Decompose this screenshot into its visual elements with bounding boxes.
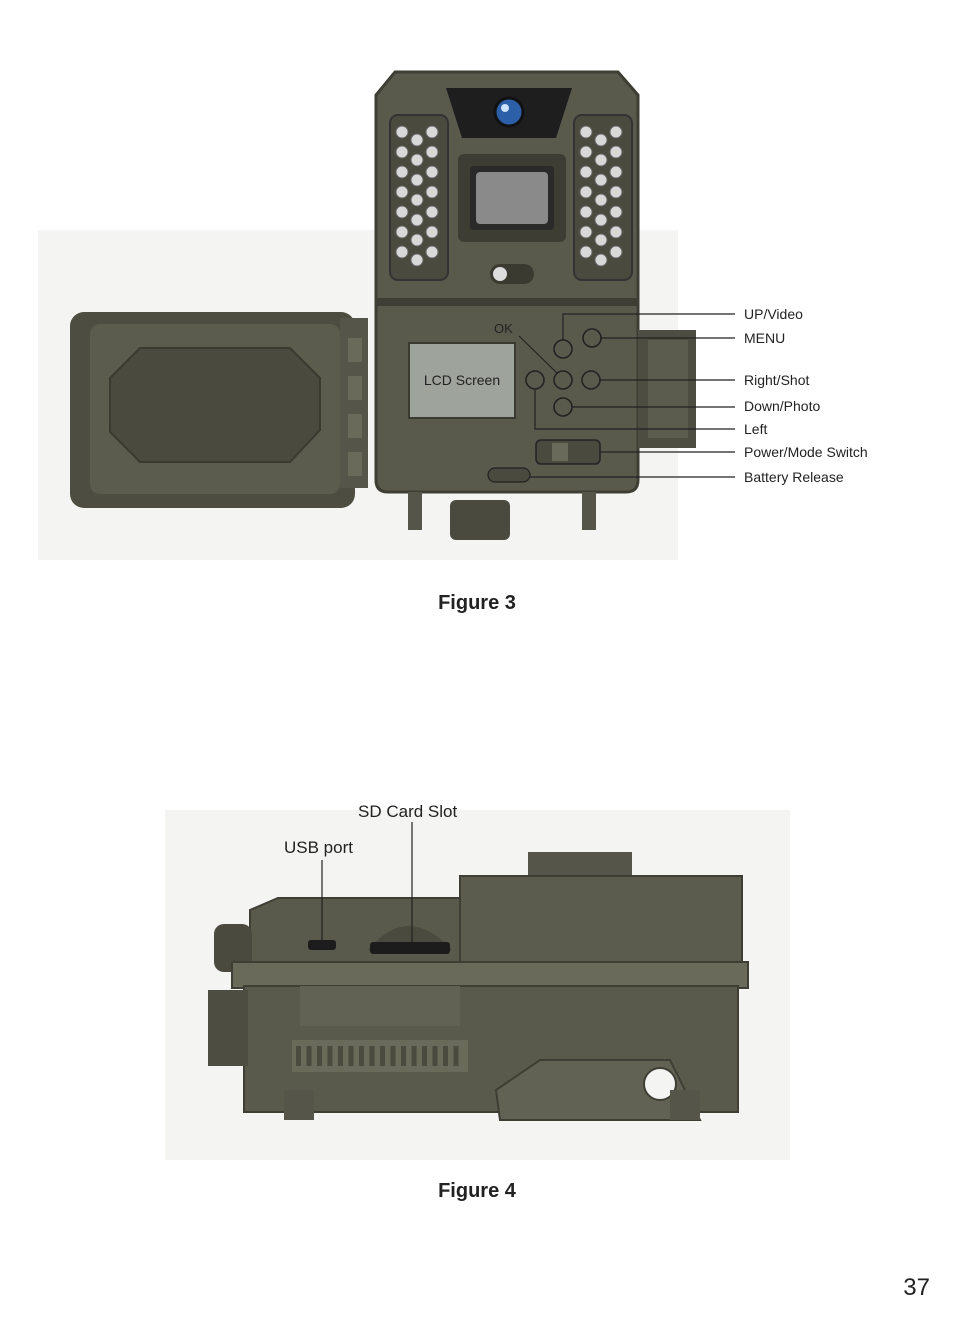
ir-led — [425, 225, 439, 239]
ir-led — [395, 145, 409, 159]
ir-led — [410, 213, 424, 227]
ir-led — [579, 225, 593, 239]
ir-led — [410, 193, 424, 207]
camera-body: LCD Screen OK — [374, 70, 640, 540]
ir-led — [395, 205, 409, 219]
ir-led — [609, 245, 623, 259]
hinge-rib — [348, 1046, 354, 1066]
ir-led — [395, 165, 409, 179]
ir-led — [425, 145, 439, 159]
figure-4-illustration: SD Card Slot USB port — [165, 802, 790, 1160]
hinge-rib — [390, 1046, 396, 1066]
ir-led — [410, 173, 424, 187]
ir-led — [395, 185, 409, 199]
hinge-rib — [411, 1046, 417, 1066]
callout-lines — [530, 313, 735, 478]
ir-led — [395, 125, 409, 139]
callout-down-photo: Down/Photo — [744, 398, 820, 414]
ir-led — [594, 253, 608, 267]
ir-led — [594, 193, 608, 207]
hinge-rib — [401, 1046, 406, 1066]
ok-label: OK — [494, 321, 513, 336]
hinge-rib — [369, 1046, 375, 1066]
callout-power-mode-switch: Power/Mode Switch — [744, 444, 868, 460]
figure-3-illustration: LCD Screen OK UP/Video — [38, 70, 868, 560]
lcd-screen-label: LCD Screen — [424, 372, 500, 388]
ir-led — [609, 225, 623, 239]
ir-led — [425, 185, 439, 199]
ir-led — [579, 165, 593, 179]
hinge-rib — [338, 1046, 343, 1066]
ir-led — [609, 185, 623, 199]
hinge-rib — [453, 1046, 459, 1066]
ir-led — [594, 133, 608, 147]
ir-led — [425, 125, 439, 139]
usb-port — [308, 940, 336, 950]
hinge-rib — [380, 1046, 385, 1066]
camera-door — [70, 312, 368, 508]
ir-led — [425, 205, 439, 219]
ir-led — [579, 185, 593, 199]
hinge-rib — [432, 1046, 438, 1066]
hinge-rib — [327, 1046, 333, 1066]
ir-led — [594, 233, 608, 247]
ir-led — [410, 233, 424, 247]
ir-led — [594, 173, 608, 187]
ir-led — [410, 133, 424, 147]
figure-4-caption: Figure 4 — [438, 1180, 516, 1202]
ir-led — [395, 225, 409, 239]
callout-menu: MENU — [744, 330, 785, 346]
ir-led — [609, 145, 623, 159]
hinge-rib — [443, 1046, 448, 1066]
callout-up-video: UP/Video — [744, 306, 803, 322]
ir-led — [410, 153, 424, 167]
hinge-rib — [317, 1046, 322, 1066]
sd-card-slot — [370, 942, 450, 954]
hinge-rib — [422, 1046, 427, 1066]
page-number: 37 — [903, 1274, 930, 1301]
ir-led — [579, 245, 593, 259]
figure-3-caption: Figure 3 — [438, 592, 516, 614]
ir-led — [395, 245, 409, 259]
ir-led — [594, 213, 608, 227]
ir-led — [425, 165, 439, 179]
ir-led — [609, 165, 623, 179]
usb-port-label: USB port — [284, 838, 353, 857]
hinge-rib — [359, 1046, 364, 1066]
hinge-rib — [296, 1046, 301, 1066]
callout-battery-release: Battery Release — [744, 469, 844, 485]
ir-led — [579, 125, 593, 139]
ir-led — [609, 125, 623, 139]
sd-card-slot-label: SD Card Slot — [358, 802, 457, 821]
ir-led — [609, 205, 623, 219]
ir-led — [579, 145, 593, 159]
ir-led — [579, 205, 593, 219]
callout-right-shot: Right/Shot — [744, 372, 809, 388]
callout-left: Left — [744, 421, 767, 437]
ir-led — [410, 253, 424, 267]
ir-led — [594, 153, 608, 167]
hinge-rib — [306, 1046, 312, 1066]
ir-led — [425, 245, 439, 259]
